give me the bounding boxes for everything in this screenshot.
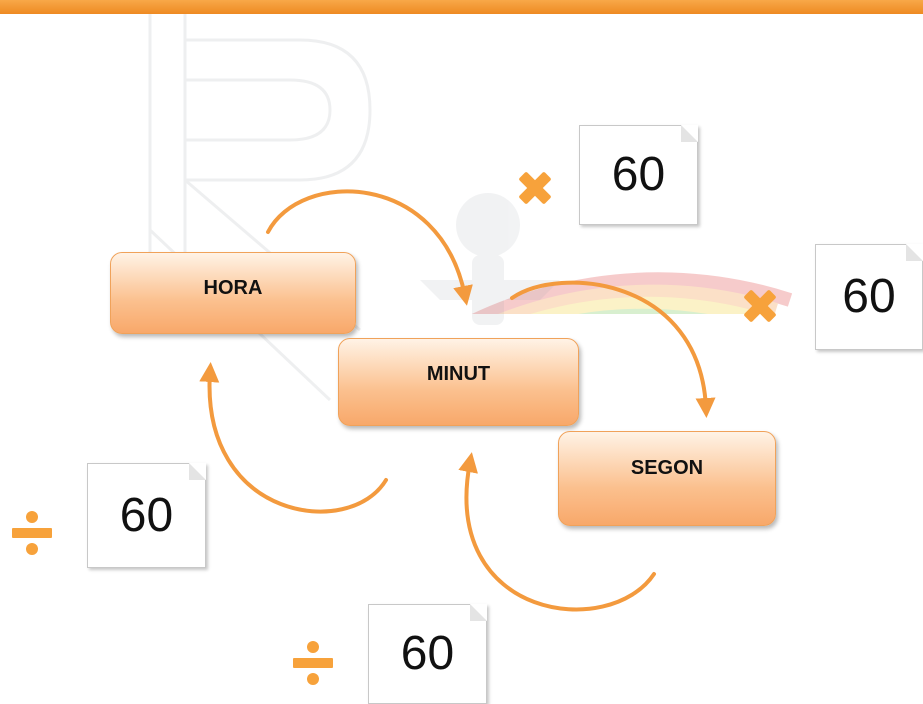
factor-card-minut-segon: 60	[815, 244, 923, 350]
factor-card-segon-minut: 60	[368, 604, 487, 704]
factor-value: 60	[842, 270, 896, 323]
node-minut-label: MINUT	[426, 363, 491, 385]
node-hora-label: HORA	[203, 277, 263, 299]
arrow-hora-to-minut	[266, 189, 473, 306]
header-bar	[0, 0, 923, 14]
factor-value: 60	[611, 148, 666, 201]
factor-value: 60	[400, 627, 455, 680]
arrow-segon-to-minut	[458, 452, 656, 612]
multiply-icon	[519, 172, 551, 204]
node-segon: SEGON	[558, 431, 776, 526]
factor-card-minut-hora: 60	[87, 463, 206, 568]
divide-icon	[293, 641, 333, 685]
node-hora: HORA	[110, 252, 356, 334]
multiply-icon	[744, 290, 776, 322]
node-minut: MINUT	[338, 338, 579, 426]
arrow-minut-to-hora	[199, 362, 388, 514]
factor-card-hora-minut: 60	[579, 125, 698, 225]
node-segon-label: SEGON	[630, 457, 704, 479]
arrow-minut-to-segon	[510, 280, 716, 418]
factor-value: 60	[119, 488, 174, 542]
divide-icon	[12, 511, 52, 555]
